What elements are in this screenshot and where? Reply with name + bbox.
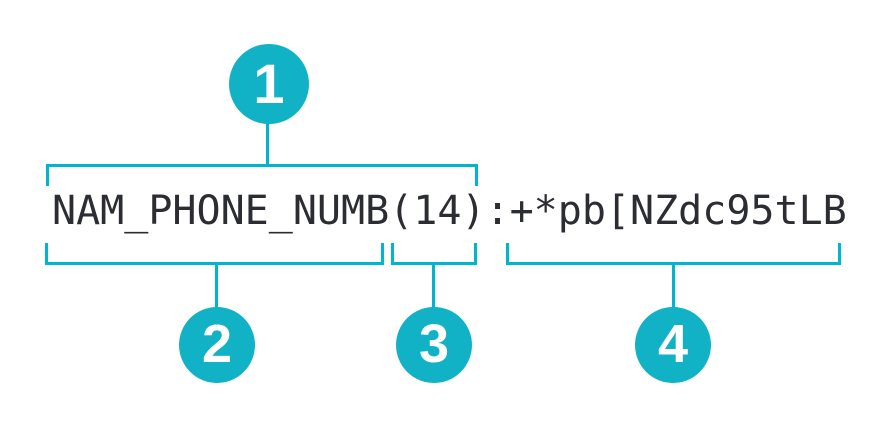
- token-separator: :: [485, 188, 510, 234]
- callout-3-connector-line: [432, 265, 435, 309]
- callout-2-connector-line: [215, 265, 218, 309]
- token-value-segment: +*pb[NZdc95tLB: [509, 188, 847, 234]
- callout-2-badge: 2: [179, 307, 255, 383]
- bracket-value: [506, 243, 841, 265]
- callout-3-number: 3: [418, 314, 450, 374]
- callout-1-connector-line: [266, 120, 269, 165]
- callout-2-number: 2: [201, 314, 233, 374]
- bracket-name-and-length: [46, 164, 478, 186]
- callout-1-number: 1: [253, 51, 285, 115]
- callout-4-number: 4: [657, 314, 689, 374]
- token-string: NAM_PHONE_NUMB(14):+*pb[NZdc95tLB: [52, 187, 847, 235]
- token-name-segment: NAM_PHONE_NUMB: [52, 188, 390, 234]
- callout-4-connector-line: [672, 265, 675, 309]
- bracket-length: [391, 243, 477, 265]
- bracket-name: [45, 243, 384, 265]
- callout-1-badge: 1: [229, 44, 309, 124]
- callout-4-badge: 4: [635, 307, 711, 383]
- callout-3-badge: 3: [396, 307, 472, 383]
- token-length-segment: (14): [389, 188, 486, 234]
